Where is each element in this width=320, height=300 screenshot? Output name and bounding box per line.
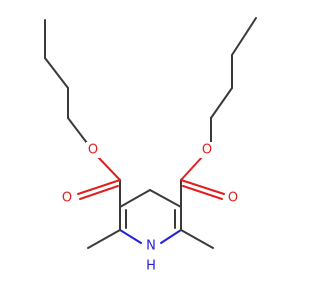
ester-oxygen-right-label: O [202,143,212,158]
bond-left-methyl [87,229,121,249]
ester-oxygen-left-label: O [88,143,98,158]
bond-left-ester-o-c [96,155,121,181]
ring-nitrogen-hydrogen-label: H [146,259,156,274]
bond-right-carbonyl-double-a [180,179,225,195]
molecule-structure-drawing: O O O O N H [44,17,257,274]
label-bg-ring-nitrogen [143,238,159,254]
carbonyl-oxygen-left-label: O [62,191,72,206]
carbonyl-oxygen-right-label: O [228,191,238,206]
bond-left-carbonyl-double-a [77,179,121,195]
bond-right-methyl [180,229,214,249]
bond-left-chain-4 [67,117,88,144]
label-bg-ester-oxygen-right [200,142,214,158]
bond-ring-c4-c5 [149,189,182,208]
label-bg-carbonyl-oxygen-right [226,190,240,206]
molecule-structure-canvas: O O O O N H [44,17,257,274]
bond-right-chain-1 [231,17,257,56]
bond-ring-c2-n1 [119,229,142,244]
bond-ring-c3-c4 [119,189,151,208]
bond-ring-n1-c6 [160,229,182,244]
bond-right-ester-o-c [180,155,204,181]
bond-right-carbonyl-double-b [182,185,223,200]
label-bg-ester-oxygen-left [86,142,100,158]
label-bg-carbonyl-oxygen-left [60,190,74,206]
bond-left-chain-2 [44,57,69,89]
ring-nitrogen-label: N [146,239,156,254]
bond-right-chain-3 [210,87,233,119]
bond-left-carbonyl-double-b [79,185,119,200]
